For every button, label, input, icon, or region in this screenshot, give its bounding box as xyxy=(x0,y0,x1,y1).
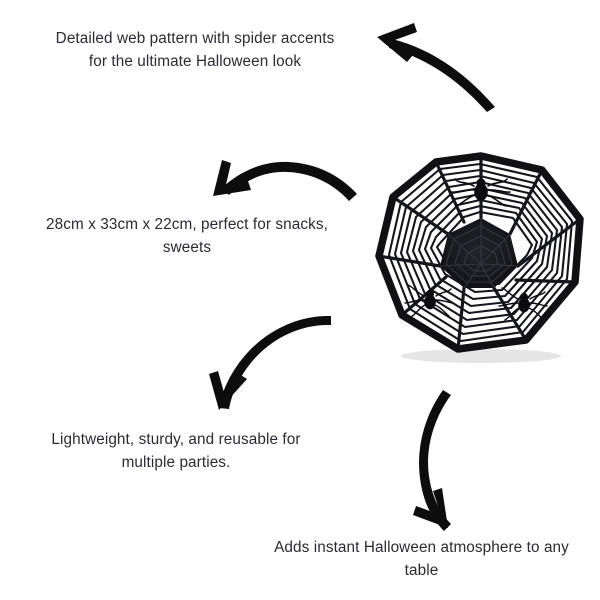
product-image-spider-web-bowl xyxy=(375,152,584,363)
arrow-top-right-to-left-icon xyxy=(377,23,495,112)
arrow-down-icon xyxy=(413,390,451,531)
arrow-middle-right-to-left-icon xyxy=(213,160,357,201)
product-shadow xyxy=(401,349,561,363)
feature-caption-dimensions: 28cm x 33cm x 22cm, perfect for snacks, … xyxy=(46,216,328,257)
feature-caption-lightweight: Lightweight, sturdy, and reusable for mu… xyxy=(51,431,301,472)
bowl-rim xyxy=(375,152,584,353)
web-rings xyxy=(387,162,574,343)
feature-caption-atmosphere: Adds instant Halloween atmosphere to any… xyxy=(274,539,569,580)
web-spokes xyxy=(377,154,582,351)
arrow-right-to-down-left-icon xyxy=(209,315,331,410)
bowl-basin xyxy=(440,218,518,288)
spider-accent-lower-left xyxy=(404,284,454,318)
spider-accent-top xyxy=(451,178,511,207)
spider-accent-lower-right xyxy=(498,287,548,321)
feature-caption-detailed-web-pattern: Detailed web pattern with spider accents… xyxy=(55,30,335,71)
